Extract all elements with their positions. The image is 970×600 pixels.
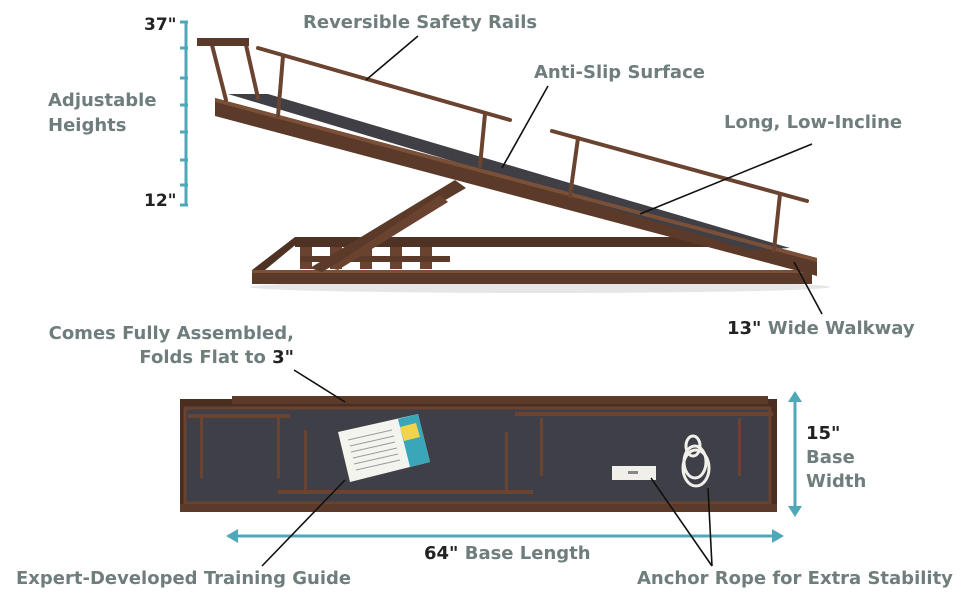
ramp-raised [197,38,830,293]
assembled-line2-text: Folds Flat to [139,347,266,368]
base-width-label: 15" Base Width [806,422,866,494]
callout-lines [261,35,823,567]
anchor-rope-label: Anchor Rope for Extra Stability [637,568,953,589]
training-guide-booklet [338,414,430,482]
base-width-number: 15" [806,423,841,444]
walkway-label: 13" Wide Walkway [727,318,915,340]
assembled-line2: Folds Flat to 3" [24,346,294,370]
base-length-text: Base Length [464,543,591,564]
walkway-text: Wide Walkway [767,318,915,339]
adjustable-line2: Heights [48,115,127,136]
width-arrow [788,391,802,517]
adjustable-heights-label: Adjustable Heights [48,88,157,138]
training-guide-label: Expert-Developed Training Guide [16,568,352,589]
low-incline-label: Long, Low-Incline [724,112,903,133]
base-width-line1: Base [806,447,855,468]
fully-assembled-label: Comes Fully Assembled, Folds Flat to 3" [24,322,294,370]
height-scale [180,20,188,207]
anchor-rope-coil [681,434,711,488]
walkway-number: 13" [727,318,762,339]
base-length-number: 64" [424,543,459,564]
anti-slip-label: Anti-Slip Surface [534,62,705,83]
assembled-line2-number: 3" [272,347,294,368]
length-arrow [226,529,784,543]
assembled-line1: Comes Fully Assembled, [48,323,294,344]
base-length-label: 64" Base Length [424,543,591,565]
base-width-line2: Width [806,471,867,492]
adjustable-line1: Adjustable [48,90,157,111]
height-max-label: 37" [144,15,177,35]
height-min-label: 12" [144,191,177,211]
ramp-folded [180,396,777,512]
safety-rails-label: Reversible Safety Rails [303,12,538,33]
